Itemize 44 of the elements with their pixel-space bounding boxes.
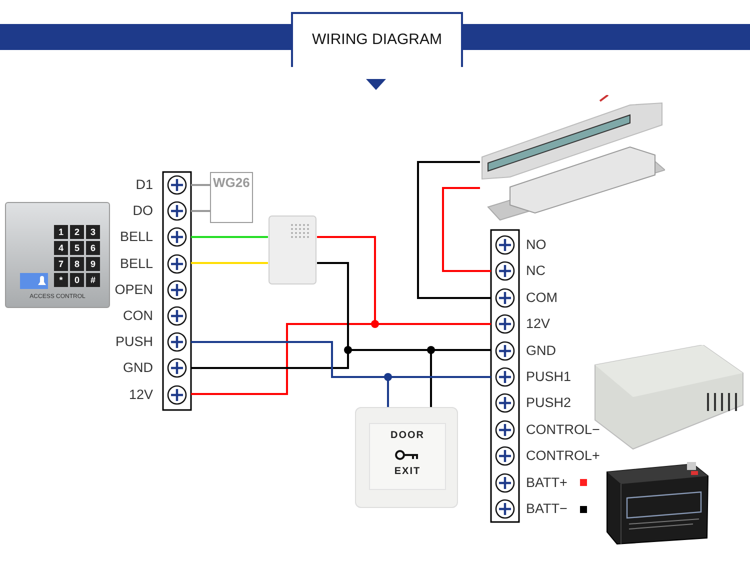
terminal-label: BATT+ bbox=[526, 474, 568, 492]
terminal-label: PUSH bbox=[115, 333, 153, 352]
wire bbox=[191, 236, 268, 238]
keypad-key: 0 bbox=[70, 273, 84, 287]
terminal-label: DO bbox=[132, 202, 153, 220]
terminal-label: COM bbox=[526, 288, 558, 307]
keypad-key: 3 bbox=[86, 225, 100, 239]
keypad-key: 7 bbox=[54, 257, 68, 271]
terminal-label: PUSH2 bbox=[526, 394, 572, 412]
keypad-key: 9 bbox=[86, 257, 100, 271]
terminal-label: CONTROL+ bbox=[526, 447, 600, 466]
button-text: DOOR bbox=[390, 430, 426, 441]
keypad-key: 5 bbox=[70, 241, 84, 255]
keypad-panel bbox=[5, 202, 110, 308]
terminal-label: D1 bbox=[136, 176, 153, 194]
terminal-label: CON bbox=[123, 307, 153, 325]
terminal-label: 12V bbox=[526, 315, 550, 334]
keypad-key: * bbox=[54, 273, 68, 287]
terminal-label: 12V bbox=[128, 386, 153, 404]
wire bbox=[191, 262, 268, 264]
keypad-key: # bbox=[86, 273, 100, 287]
keypad-key: 8 bbox=[70, 257, 84, 271]
terminal-label: CONTROL− bbox=[526, 420, 600, 439]
terminal-label: OPEN bbox=[114, 280, 153, 299]
module-box: WG26 bbox=[210, 172, 253, 223]
wire bbox=[191, 210, 210, 212]
keypad-key: 2 bbox=[70, 225, 84, 239]
keypad-key: 1 bbox=[54, 225, 68, 239]
exit-button-plate bbox=[355, 407, 458, 508]
button-text: EXIT bbox=[393, 466, 422, 477]
terminal-label: BATT− bbox=[526, 500, 568, 518]
terminal-label: NO bbox=[526, 236, 546, 254]
terminal-label: GND bbox=[123, 359, 153, 378]
terminal-label: GND bbox=[526, 342, 556, 360]
keypad-key: 6 bbox=[86, 241, 100, 255]
wire bbox=[417, 161, 491, 299]
title: WIRING DIAGRAM bbox=[311, 31, 443, 48]
terminal-label: BELL bbox=[120, 254, 153, 273]
terminal-label: NC bbox=[526, 262, 546, 280]
keypad-key: 4 bbox=[54, 241, 68, 255]
wire bbox=[442, 187, 491, 272]
terminal-label: PUSH1 bbox=[526, 368, 572, 386]
terminal-label: BELL bbox=[120, 228, 153, 246]
wire bbox=[191, 184, 210, 186]
